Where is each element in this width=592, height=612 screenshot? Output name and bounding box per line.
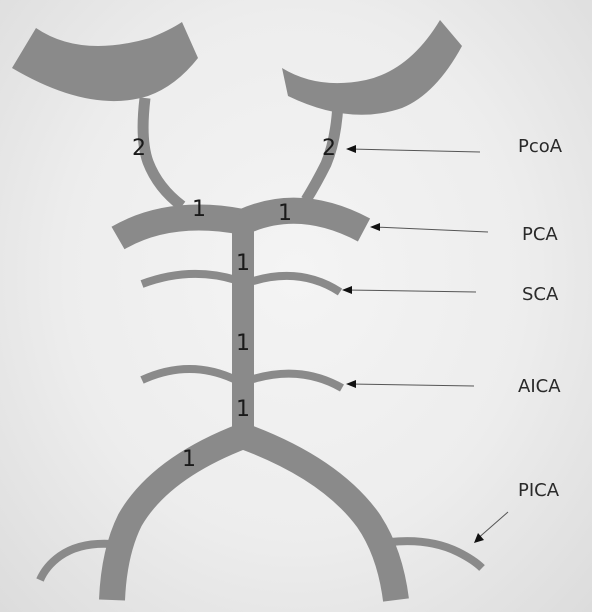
basilar-lower-segment-label: 1 <box>236 397 250 422</box>
aica-leader-line <box>350 384 474 386</box>
pca-arrowhead <box>370 223 380 231</box>
left-vertebral-artery <box>112 436 243 600</box>
basilar-middle-segment-label: 1 <box>236 331 250 356</box>
sca-left-vessel <box>142 274 236 284</box>
sca-callout-label: SCA <box>522 284 559 305</box>
pica-right-vessel <box>390 541 482 568</box>
pca-leader-line <box>374 227 488 232</box>
aica-arrowhead <box>346 380 356 388</box>
sca-leader-line <box>346 290 476 292</box>
right-upper-artery <box>282 20 462 115</box>
pcoa-left-segment-label: 2 <box>132 136 146 161</box>
pica-leader-line <box>476 512 508 540</box>
vertebral-left-segment-label: 1 <box>182 447 196 472</box>
aica-left-vessel <box>142 369 236 380</box>
pcoa-right-segment-label: 2 <box>322 136 336 161</box>
pca-callout-label: PCA <box>522 224 558 245</box>
aica-right-vessel <box>250 374 342 388</box>
basilar-upper-segment-label: 1 <box>236 251 250 276</box>
p1-left-segment-label: 1 <box>192 197 206 222</box>
sca-right-vessel <box>250 276 340 292</box>
pcoa-leader-line <box>350 149 480 152</box>
aica-callout-label: AICA <box>518 376 561 397</box>
right-vertebral-artery <box>243 436 396 600</box>
pca-left-vessel <box>118 218 243 238</box>
p1-right-segment-label: 1 <box>278 201 292 226</box>
pica-callout-label: PICA <box>518 480 560 501</box>
left-pcoa-vessel <box>143 98 182 206</box>
left-upper-artery <box>12 22 198 101</box>
pca-right-vessel <box>243 211 364 230</box>
sca-arrowhead <box>342 286 352 294</box>
pcoa-callout-label: PcoA <box>518 136 563 157</box>
pcoa-arrowhead <box>346 145 356 153</box>
